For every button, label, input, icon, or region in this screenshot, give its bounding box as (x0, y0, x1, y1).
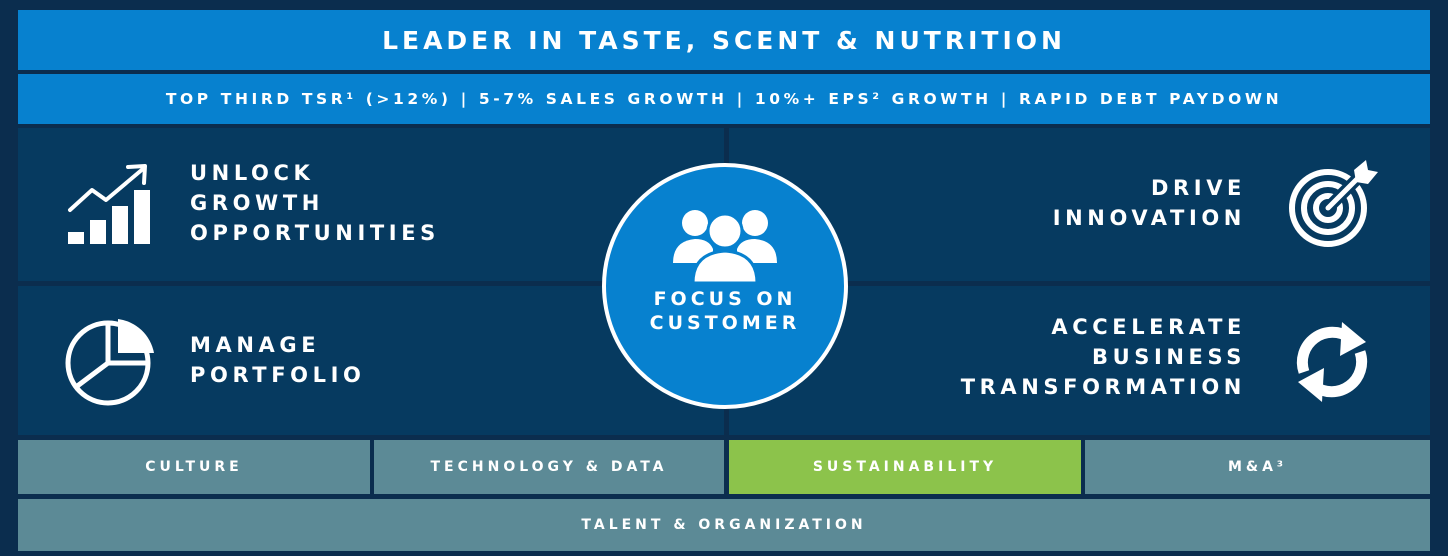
pillar-sustainability: SUSTAINABILITY (729, 440, 1081, 494)
label-line: ACCELERATE (1051, 315, 1246, 339)
manage-portfolio-label: MANAGE PORTFOLIO (190, 330, 365, 390)
accelerate-transformation-label: ACCELERATE BUSINESS TRANSFORMATION (961, 312, 1246, 402)
label-line: BUSINESS (1091, 345, 1246, 369)
targets-banner: TOP THIRD TSR¹ (>12%) | 5-7% SALES GROWT… (18, 74, 1430, 124)
growth-chart-icon (62, 158, 158, 252)
foundation-talent-organization: TALENT & ORGANIZATION (18, 499, 1430, 551)
quadrant-drive-innovation: DRIVE INNOVATION (729, 128, 1430, 281)
unlock-growth-label: UNLOCK GROWTH OPPORTUNITIES (190, 158, 440, 248)
label-line: PORTFOLIO (190, 363, 366, 387)
pillar-label: TECHNOLOGY & DATA (430, 459, 668, 475)
pillar-technology-data: TECHNOLOGY & DATA (374, 440, 724, 494)
foundation-label: TALENT & ORGANIZATION (581, 517, 867, 533)
pillar-culture: CULTURE (18, 440, 370, 494)
page-title: LEADER IN TASTE, SCENT & NUTRITION (382, 25, 1066, 55)
quadrant-unlock-growth: UNLOCK GROWTH OPPORTUNITIES (18, 128, 724, 281)
pillar-label: SUSTAINABILITY (812, 459, 998, 475)
quadrant-accelerate-transformation: ACCELERATE BUSINESS TRANSFORMATION (729, 286, 1430, 435)
title-banner: LEADER IN TASTE, SCENT & NUTRITION (18, 10, 1430, 70)
label-line: CUSTOMER (649, 312, 801, 334)
label-line: DRIVE (1150, 176, 1246, 200)
pie-chart-icon (62, 313, 158, 413)
targets-text: TOP THIRD TSR¹ (>12%) | 5-7% SALES GROWT… (165, 90, 1283, 108)
label-line: OPPORTUNITIES (190, 221, 440, 245)
label-line: UNLOCK (190, 161, 315, 185)
target-icon (1284, 156, 1380, 256)
label-line: FOCUS ON (653, 288, 797, 310)
label-line: MANAGE (190, 333, 321, 357)
pillar-label: CULTURE (145, 459, 243, 475)
pillar-m-and-a: M&A³ (1085, 440, 1430, 494)
refresh-icon (1284, 314, 1380, 414)
focus-on-customer-label: FOCUS ON CUSTOMER (606, 287, 844, 335)
focus-on-customer-circle: FOCUS ON CUSTOMER (602, 163, 848, 409)
pillar-label: M&A³ (1227, 459, 1288, 475)
label-line: INNOVATION (1052, 206, 1246, 230)
drive-innovation-label: DRIVE INNOVATION (1053, 173, 1246, 233)
label-line: GROWTH (190, 191, 324, 215)
people-icon (669, 201, 781, 289)
label-line: TRANSFORMATION (960, 375, 1246, 399)
